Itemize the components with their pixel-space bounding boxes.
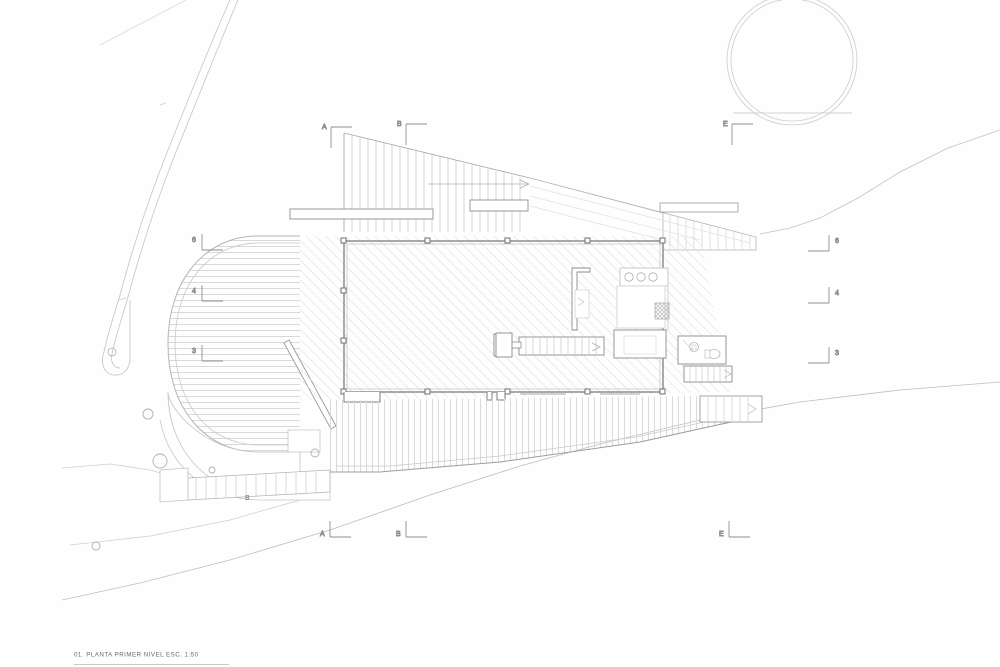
interior-fixtures (343, 267, 733, 403)
terrace-outline-outer (167, 235, 300, 453)
kitchen-cabinet-inner (623, 335, 657, 355)
section-marker-4-right: 4 (808, 287, 839, 304)
step-label: B (245, 495, 250, 502)
path-streak (99, 0, 187, 46)
bathroom (677, 335, 727, 365)
canopy-beam-west (289, 208, 434, 220)
path-terminus (102, 300, 131, 376)
tree-markers (91, 408, 320, 551)
burner-2 (636, 272, 646, 282)
marker-label-4-left: 4 (192, 288, 196, 295)
section-marker-6-left: 6 (192, 234, 223, 251)
terrain-contour-south (61, 381, 1000, 601)
title-block-rule (74, 664, 229, 665)
retaining-block (159, 467, 189, 503)
west-vestibule (495, 332, 513, 358)
lower-deck-hatch (330, 396, 762, 472)
marker-label-e-top: E (723, 121, 728, 128)
marker-label-b-bottom: B (396, 531, 401, 538)
bathroom-sink (689, 342, 699, 352)
southwest-landscape: B (91, 391, 331, 551)
stair-landing-link (510, 341, 522, 349)
lower-deck (330, 395, 763, 473)
canopy-direction-arrow (428, 179, 530, 189)
section-marker-e-bottom: E (719, 521, 750, 538)
path-tick-1 (159, 102, 167, 106)
marker-label-3-left: 3 (192, 348, 196, 355)
stair-east (683, 365, 733, 383)
plaza-ring-inner (730, 0, 854, 122)
marker-label-4-right: 4 (835, 290, 839, 297)
section-marker-a-top: A (322, 124, 352, 148)
canopy-beam-east (469, 199, 529, 212)
path-edge-inner (111, 0, 239, 355)
bathroom-door-swing (682, 339, 695, 353)
marker-label-6-left: 6 (192, 237, 196, 244)
section-marker-b-top: B (397, 121, 427, 145)
deck-east-step-treads (707, 396, 749, 422)
marker-label-6-right: 6 (835, 238, 839, 245)
circular-plaza (726, 0, 858, 126)
path-tick-2 (117, 297, 127, 301)
plaza-ring-outer (726, 0, 858, 126)
terrace-hatch-fill (168, 236, 300, 452)
path-tree-marker (107, 347, 117, 357)
marker-label-3-right: 3 (835, 350, 839, 357)
canopy-edge-top (343, 132, 531, 179)
marker-label-e-bottom: E (719, 531, 724, 538)
section-marker-3-left: 3 (192, 345, 223, 362)
section-markers: A B E A B E 6 (192, 121, 840, 539)
marker-label-b-top: B (397, 121, 402, 128)
stair-direction-arrow (591, 342, 601, 352)
section-marker-e-top: E (723, 121, 753, 145)
deck-east-step (699, 395, 763, 423)
section-marker-3-right: 3 (808, 347, 839, 364)
sink-drain (691, 344, 697, 350)
south-wall-jogs (343, 392, 506, 403)
kitchen-cooktop (654, 302, 670, 320)
marker-label-a-top: A (322, 124, 327, 131)
canopy-slope-lines (529, 185, 751, 244)
terrace-notch (287, 429, 321, 453)
burner-3 (648, 272, 658, 282)
site-terrain (61, 129, 1000, 601)
stair-east-arrow (723, 369, 732, 379)
kitchen-counter (613, 267, 670, 359)
curved-garden-path (99, 0, 239, 376)
deck-step-arrow (747, 403, 757, 415)
toilet-tank (704, 349, 711, 359)
marker-label-a-bottom: A (320, 531, 325, 538)
closet-unit (574, 289, 590, 319)
lower-deck-edge-inner (336, 414, 737, 467)
canopy-east-plane (529, 177, 757, 251)
terrain-contour-south-2 (69, 499, 301, 546)
title-block: 01. PLANTA PRIMER NIVEL ESC. 1:50 (74, 651, 199, 658)
bathroom-walls (677, 335, 727, 365)
section-marker-a-bottom: A (320, 521, 351, 538)
terrain-contour-ne (759, 129, 1000, 235)
section-marker-4-left: 4 (192, 285, 223, 302)
section-marker-b-bottom: B (396, 521, 427, 538)
burner-1 (624, 272, 634, 282)
door-swing-center (577, 297, 585, 307)
terrace-outline-inner (174, 242, 300, 446)
roof-canopy-ramp (289, 132, 757, 251)
column-markers (340, 237, 666, 395)
path-edge-outer (103, 0, 231, 353)
canopy-beam-far-east (659, 202, 739, 213)
section-marker-6-right: 6 (808, 235, 839, 252)
